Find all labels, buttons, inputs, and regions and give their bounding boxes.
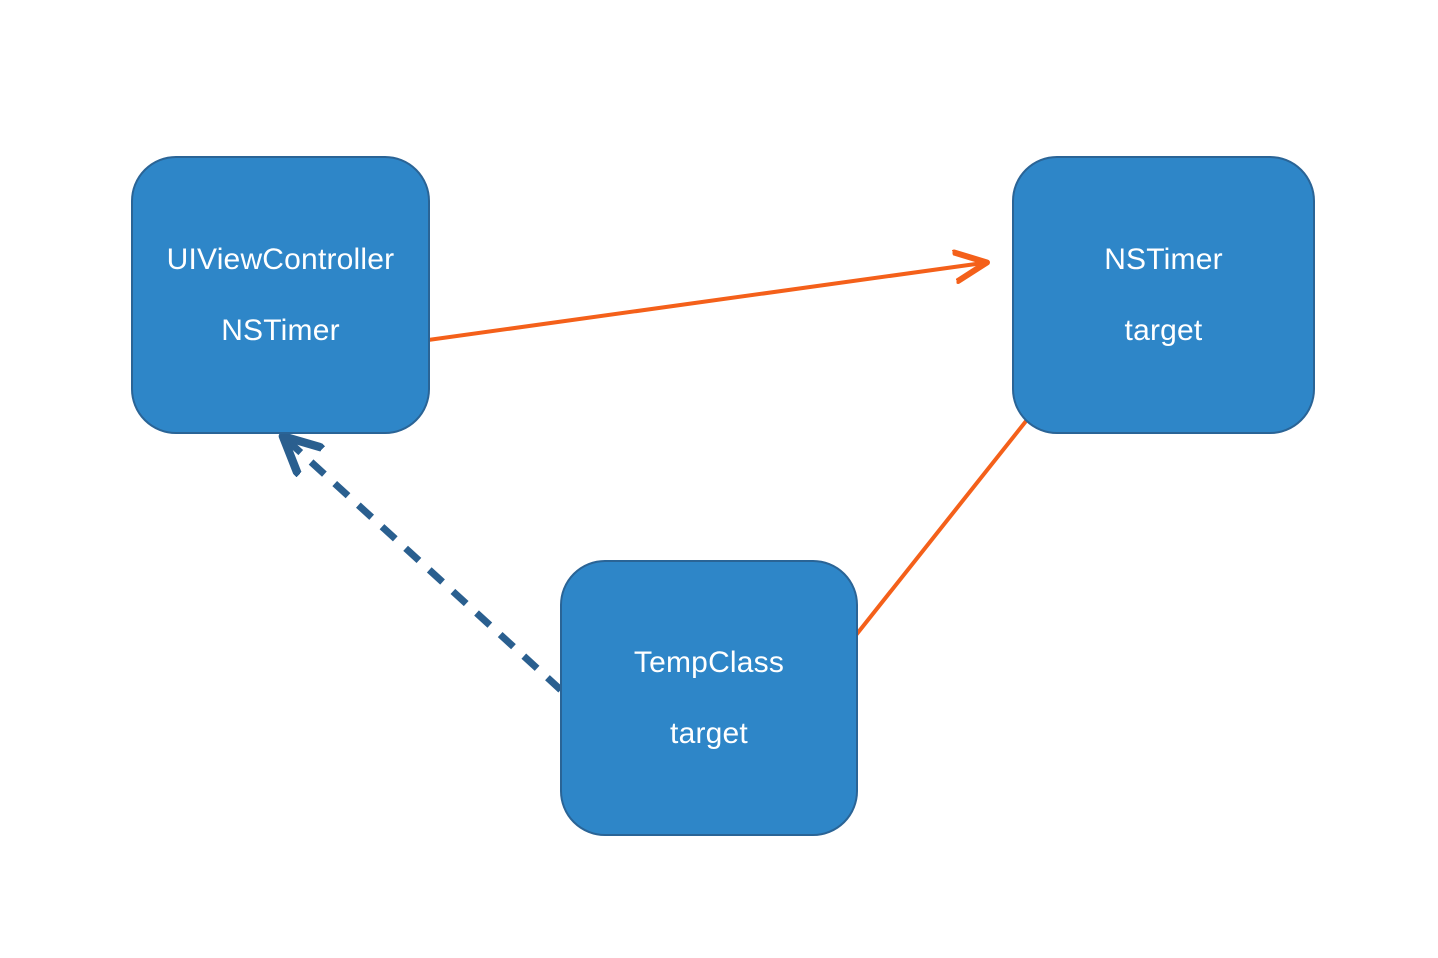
node-tempclass-subtitle: target xyxy=(670,716,748,750)
node-nstimer-subtitle: target xyxy=(1124,313,1203,347)
node-uiviewcontroller-subtitle: NSTimer xyxy=(221,313,340,347)
node-nstimer-title: NSTimer xyxy=(1104,242,1223,276)
node-uiviewcontroller[interactable]: UIViewController NSTimer xyxy=(131,156,430,434)
node-tempclass[interactable]: TempClass target xyxy=(560,560,858,836)
node-tempclass-title: TempClass xyxy=(633,645,785,679)
node-uiviewcontroller-title: UIViewController xyxy=(166,242,395,276)
edge-uiviewcontroller-to-nstimer xyxy=(383,263,983,348)
node-nstimer[interactable]: NSTimer target xyxy=(1012,156,1315,434)
